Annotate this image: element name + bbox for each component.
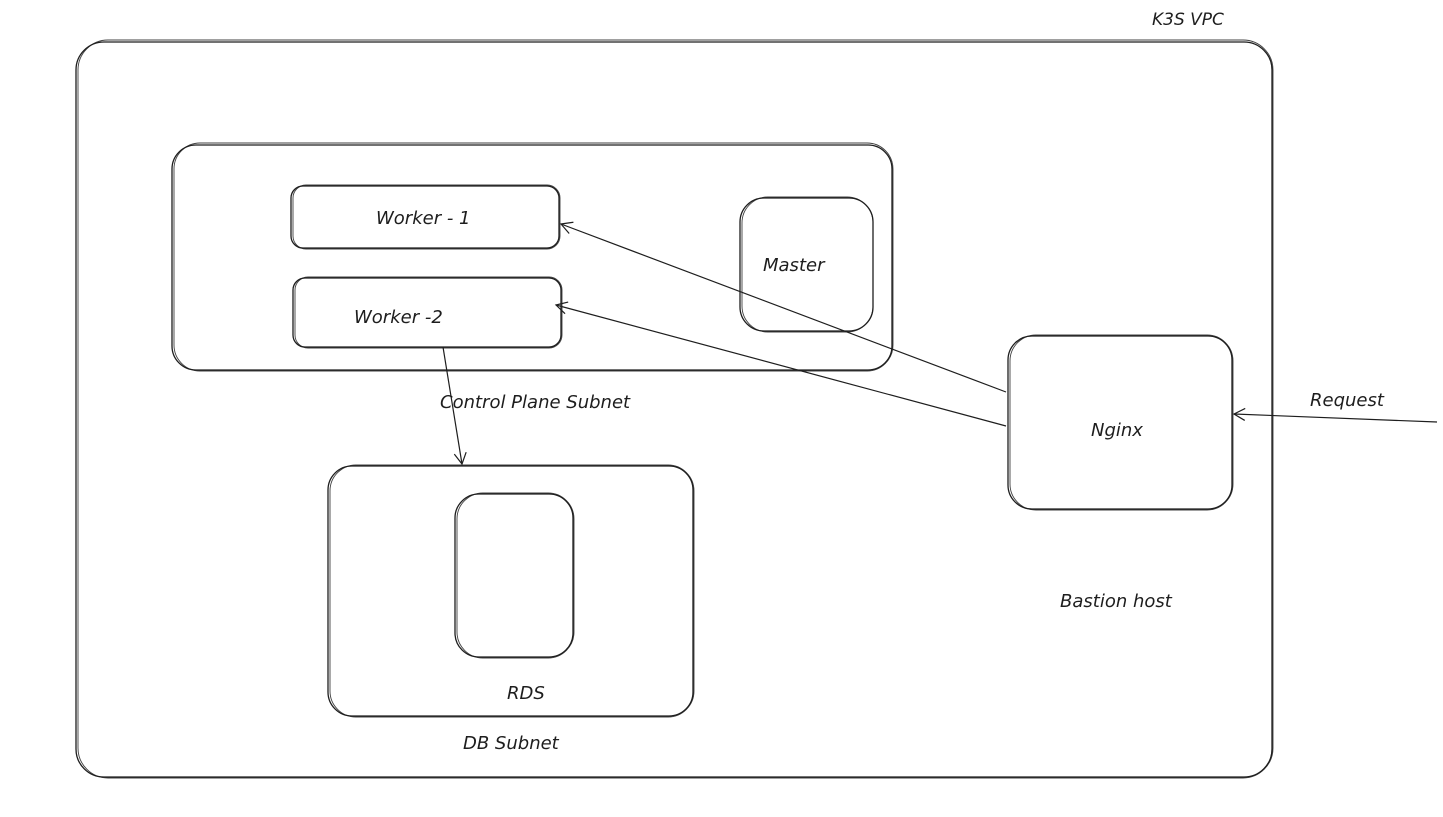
db-subnet-label: DB Subnet xyxy=(463,733,560,754)
rds-label: RDS xyxy=(507,683,545,704)
bastion-host-label: Bastion host xyxy=(1060,591,1173,612)
db-subnet-box xyxy=(327,464,695,718)
rds-node xyxy=(454,492,575,659)
worker-1-label: Worker - 1 xyxy=(376,208,471,229)
request-label: Request xyxy=(1310,390,1385,411)
master-label: Master xyxy=(763,255,826,276)
master-node xyxy=(739,196,874,333)
worker-2-to-rds-arrow xyxy=(442,346,467,466)
request-to-nginx-arrow xyxy=(1232,407,1438,423)
vpc-label: K3S VPC xyxy=(1152,10,1224,30)
vpc-container xyxy=(75,39,1274,779)
nginx-node xyxy=(1007,334,1234,511)
nginx-to-worker-2-arrow xyxy=(554,301,1007,427)
nginx-to-worker-1-arrow xyxy=(559,221,1007,393)
control-plane-subnet-box xyxy=(171,142,894,372)
nginx-label: Nginx xyxy=(1091,420,1143,441)
worker-1-node xyxy=(290,184,561,250)
worker-2-label: Worker -2 xyxy=(354,307,443,328)
control-plane-subnet-label: Control Plane Subnet xyxy=(440,392,631,413)
